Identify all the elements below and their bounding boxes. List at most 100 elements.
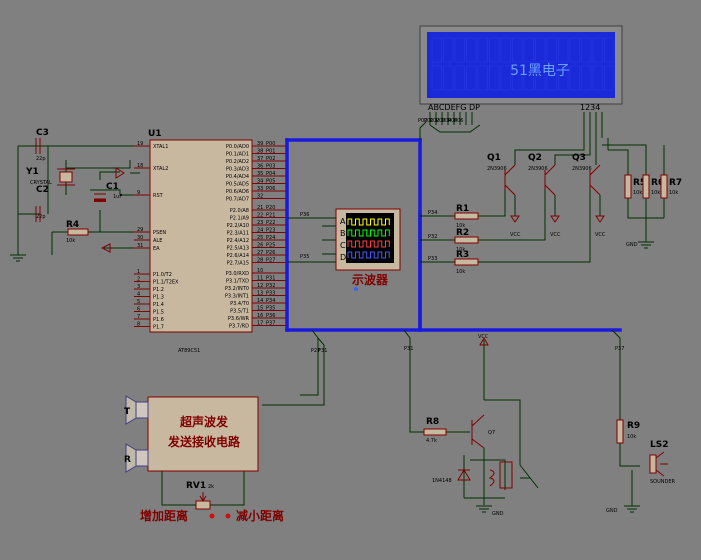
svg-text:10k: 10k — [456, 223, 465, 229]
svg-text:10k: 10k — [66, 238, 75, 244]
svg-text:10k: 10k — [627, 434, 636, 440]
lcd-digit-pins-label: 1234 — [580, 103, 600, 112]
vcc-label-relay: VCC — [478, 334, 489, 340]
svg-text:P0.0/AD0: P0.0/AD0 — [226, 144, 249, 150]
svg-text:Q3: Q3 — [572, 153, 586, 163]
svg-text:15: 15 — [257, 306, 263, 312]
relay-net: P31 — [404, 346, 413, 352]
svg-text:P1.7: P1.7 — [153, 325, 164, 331]
svg-text:P00: P00 — [266, 141, 275, 147]
decrease-distance-label: 减小距离 — [236, 508, 284, 523]
scope-label: 示波器 — [351, 272, 389, 287]
svg-text:RST: RST — [153, 193, 164, 199]
svg-text:R3: R3 — [456, 250, 469, 260]
decrease-indicator[interactable] — [225, 513, 231, 519]
svg-text:8: 8 — [137, 322, 140, 328]
svg-text:31: 31 — [137, 243, 143, 249]
svg-text:R: R — [124, 455, 131, 465]
svg-text:11: 11 — [257, 276, 263, 282]
svg-text:22p: 22p — [36, 156, 46, 162]
svg-text:XTAL2: XTAL2 — [153, 166, 168, 172]
svg-text:32: 32 — [257, 194, 263, 200]
transistor-q3: Q3 2N3906 — [572, 153, 601, 196]
svg-text:P1.4: P1.4 — [153, 302, 164, 308]
digit-net-1: P34 — [428, 210, 437, 216]
svg-text:C3: C3 — [36, 128, 49, 138]
svg-text:18: 18 — [137, 163, 143, 169]
svg-text:PSEN: PSEN — [153, 230, 166, 236]
svg-text:P03: P03 — [266, 164, 275, 170]
svg-text:C1: C1 — [106, 182, 119, 192]
svg-text:26: 26 — [257, 243, 263, 249]
increase-indicator[interactable] — [209, 513, 215, 519]
svg-text:13: 13 — [257, 291, 263, 297]
svg-text:1N4148: 1N4148 — [432, 478, 452, 484]
svg-text:2N3906: 2N3906 — [487, 166, 507, 172]
capacitor-c1: C1 1uF — [94, 182, 122, 202]
svg-text:39: 39 — [257, 141, 263, 147]
scope-trace — [347, 251, 390, 259]
lcd-display: 51黑电子 ABCDEFG DP 1234 — [419, 25, 623, 112]
svg-text:Q1: Q1 — [487, 153, 501, 163]
svg-text:P0.1/AD1: P0.1/AD1 — [226, 152, 249, 158]
resistor-r2: R2 10k — [454, 228, 479, 253]
svg-text:SOUNDER: SOUNDER — [650, 479, 676, 485]
svg-text:36: 36 — [257, 164, 263, 170]
svg-text:24: 24 — [257, 228, 263, 234]
svg-text:P3.1/TXD: P3.1/TXD — [226, 279, 249, 285]
gnd-label-relay: GND — [492, 511, 504, 517]
svg-text:P1.1/T2EX: P1.1/T2EX — [153, 280, 179, 286]
svg-text:P2.6/A14: P2.6/A14 — [227, 253, 249, 259]
potentiometer-rv1[interactable]: RV1 2k — [161, 471, 245, 510]
svg-text:R6: R6 — [651, 178, 664, 188]
svg-text:P34: P34 — [266, 298, 275, 304]
vcc-label-q3: VCC — [595, 232, 606, 238]
svg-text:1: 1 — [137, 269, 140, 275]
svg-text:P21: P21 — [266, 213, 275, 219]
svg-text:2N3906: 2N3906 — [572, 166, 592, 172]
gnd-label-sounder: GND — [606, 508, 618, 514]
svg-text:P35: P35 — [266, 306, 275, 312]
svg-text:16: 16 — [257, 313, 263, 319]
svg-text:10k: 10k — [456, 269, 465, 275]
resistor-r1: R1 10k — [454, 204, 479, 229]
scope-channel-c: C — [340, 241, 346, 250]
ultrasonic-net-1: P27 — [311, 348, 320, 354]
svg-text:P26: P26 — [266, 250, 275, 256]
svg-text:R7: R7 — [669, 178, 682, 188]
capacitor-c3: C3 22p — [35, 128, 49, 162]
svg-text:10k: 10k — [633, 190, 642, 196]
svg-text:P27: P27 — [266, 258, 275, 264]
svg-text:28: 28 — [257, 258, 263, 264]
oscilloscope: A B C D 示波器 — [335, 208, 401, 291]
svg-text:17: 17 — [257, 321, 263, 327]
svg-text:33: 33 — [257, 186, 263, 192]
ultrasonic-transmitter: T — [124, 395, 149, 425]
svg-text:P31: P31 — [266, 276, 275, 282]
svg-text:27: 27 — [257, 250, 263, 256]
svg-text:6: 6 — [137, 307, 140, 313]
resistor-r3: R3 10k — [454, 250, 479, 275]
scope-net-a: P36 — [300, 212, 309, 218]
resistor-r6: R6 10k — [642, 174, 664, 199]
transistor-q2: Q2 2N3906 — [528, 153, 556, 196]
